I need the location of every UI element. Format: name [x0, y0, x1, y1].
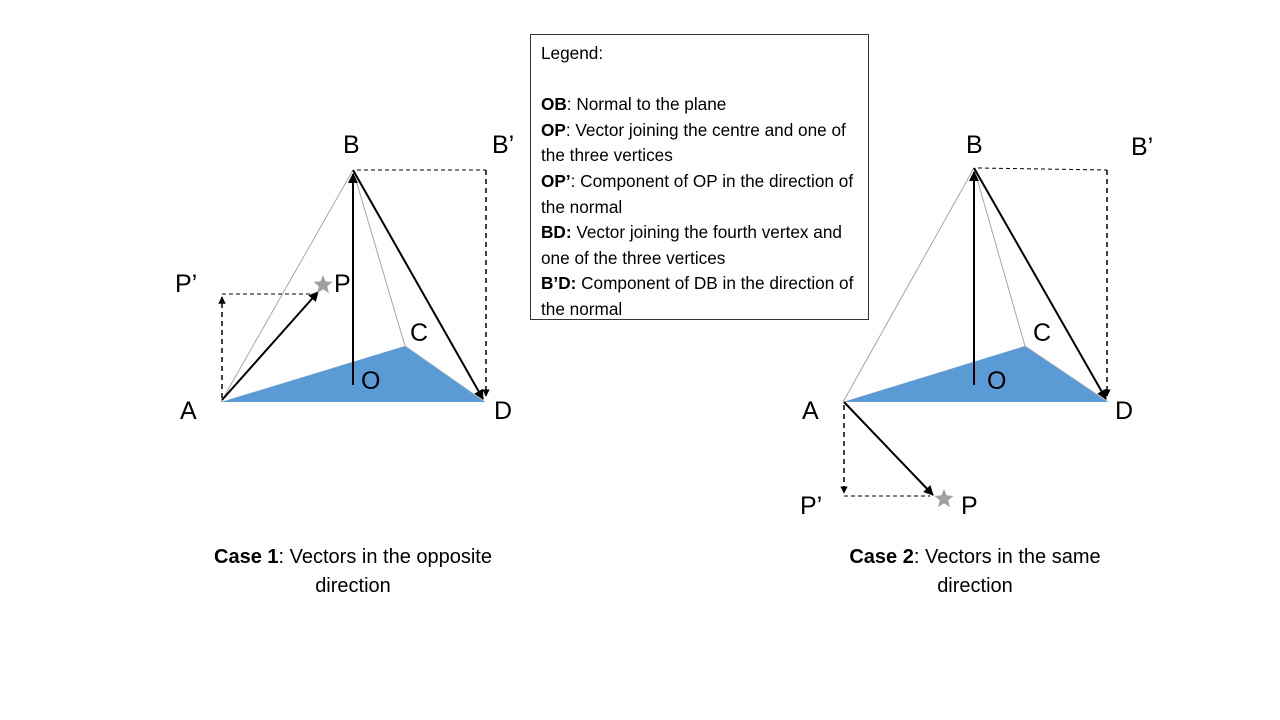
case2-label-D: D — [1115, 397, 1133, 425]
case1-edge-BC — [352, 169, 406, 347]
case2-label-Bprime: B’ — [1131, 133, 1153, 161]
case1-caption-bold: Case 1 — [214, 546, 279, 568]
case1-edge-CD — [404, 345, 486, 403]
case2-label-A: A — [802, 397, 819, 425]
legend-entry-bprimed: B’D: Component of DB in the direction of… — [541, 271, 858, 322]
case2-label-O: O — [987, 367, 1006, 395]
case2-figure: A B B’ C D O P P’ — [800, 131, 1153, 520]
case2-star-icon — [934, 489, 954, 508]
case1-figure: A B B’ C D O P P’ — [175, 131, 514, 425]
legend-desc: Vector joining the fourth vertex and one… — [541, 222, 842, 268]
legend-entry-op: OP: Vector joining the centre and one of… — [541, 118, 858, 169]
case1-label-Pprime: P’ — [175, 270, 197, 298]
legend-entry-opprime: OP’: Component of OP in the direction of… — [541, 169, 858, 220]
case1-vector-BD — [352, 169, 484, 400]
case2-dashed-BBprime — [977, 167, 1108, 171]
case2-edge-BC — [973, 167, 1026, 347]
legend-desc: : Component of OP in the direction of th… — [541, 170, 854, 217]
legend-term: BD: — [541, 222, 572, 243]
legend-entry-bd: BD: Vector joining the fourth vertex and… — [541, 220, 858, 271]
case2-edge-CD — [1024, 345, 1109, 403]
case1-caption-text: : Vectors in the opposite direction — [278, 546, 492, 597]
case1-label-O: O — [361, 367, 380, 395]
case2-label-P: P — [961, 492, 978, 520]
case1-label-D: D — [494, 397, 512, 425]
legend-term: OB — [541, 94, 567, 115]
case2-vector-AP — [843, 401, 934, 496]
case2-edge-BA — [842, 167, 975, 403]
legend-term: OP’ — [541, 170, 571, 191]
legend-desc: Component of DB in the direction of the … — [541, 273, 854, 319]
case1-star-icon — [313, 275, 333, 294]
legend-desc: : Vector joining the centre and one of t… — [541, 119, 846, 166]
case2-label-Pprime: P’ — [800, 492, 822, 520]
case2-base-triangle — [843, 346, 1108, 402]
legend-entry-ob: OB: Normal to the plane — [541, 92, 858, 118]
case1-label-P: P — [334, 270, 351, 298]
case2-caption-text: : Vectors in the same direction — [913, 546, 1101, 597]
legend-box: Legend: OB: Normal to the plane OP: Vect… — [530, 34, 869, 320]
case2-label-C: C — [1033, 319, 1051, 347]
case1-edge-BA — [220, 169, 354, 403]
legend-title: Legend: — [541, 43, 604, 63]
case2-label-B: B — [966, 131, 983, 159]
case2-caption-bold: Case 2 — [849, 546, 914, 568]
case1-caption: Case 1: Vectors in the opposite directio… — [193, 543, 513, 601]
case1-label-Bprime: B’ — [492, 131, 514, 159]
legend-desc: : Normal to the plane — [566, 94, 727, 115]
case1-label-C: C — [410, 319, 428, 347]
case1-vector-AP — [221, 291, 319, 401]
case1-label-A: A — [180, 397, 197, 425]
case2-vector-BD — [973, 167, 1107, 400]
case2-caption: Case 2: Vectors in the same direction — [815, 543, 1135, 601]
legend-term: OP — [541, 119, 566, 140]
case1-label-B: B — [343, 131, 360, 159]
legend-term: B’D: — [541, 273, 577, 294]
